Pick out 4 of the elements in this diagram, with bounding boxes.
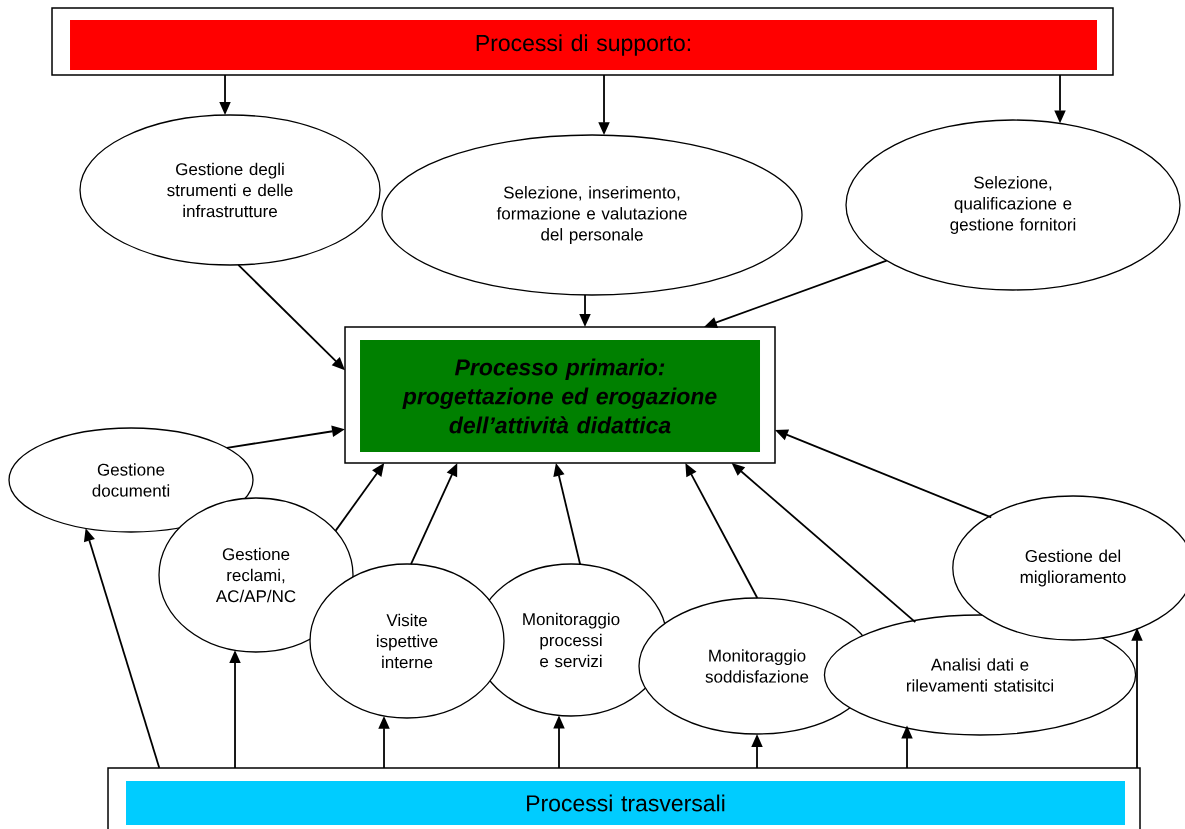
node-label: Gestione del miglioramento	[1020, 549, 1126, 587]
process-band: Processi di supporto:	[51, 7, 1114, 76]
process-band: Processo primario: progettazione ed erogazione dell’attività didattica	[344, 326, 776, 464]
process-band: Processi trasversali	[107, 767, 1141, 829]
